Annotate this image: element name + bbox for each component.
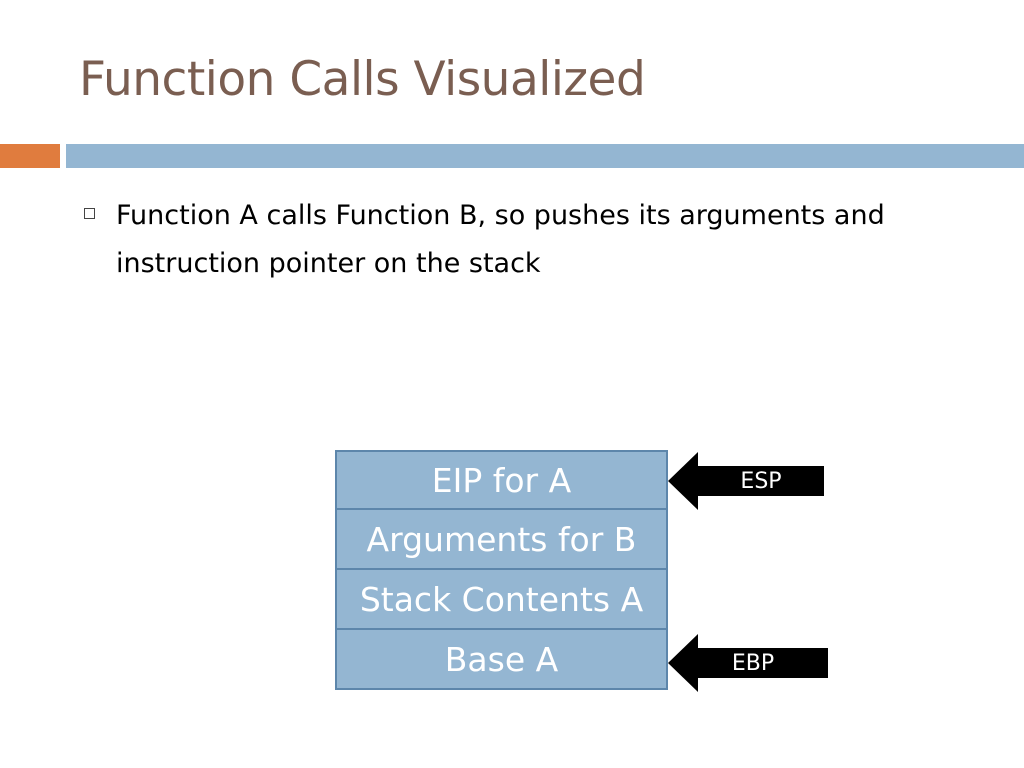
esp-pointer: ESP	[668, 452, 824, 510]
title-accent-bar-orange	[0, 144, 60, 168]
stack-cell-label: Arguments for B	[366, 519, 637, 559]
stack-cell-base: Base A	[335, 630, 668, 690]
stack-cell-label: Base A	[444, 639, 559, 679]
stack-cell-eip: EIP for A	[335, 450, 668, 510]
ebp-label: EBP	[731, 650, 775, 676]
stack-cell-contents: Stack Contents A	[335, 570, 668, 630]
ebp-pointer: EBP	[668, 634, 828, 692]
stack-cell-arguments: Arguments for B	[335, 510, 668, 570]
stack-cell-label: Stack Contents A	[359, 579, 644, 619]
left-arrow-icon	[668, 634, 828, 692]
title-accent-bar-blue	[66, 144, 1024, 168]
slide-title: Function Calls Visualized	[79, 52, 646, 107]
bullet-list: Function A calls Function B, so pushes i…	[84, 192, 984, 288]
stack-diagram: EIP for A Arguments for B Stack Contents…	[335, 450, 668, 690]
esp-label: ESP	[740, 468, 782, 494]
bullet-item: Function A calls Function B, so pushes i…	[84, 192, 984, 288]
stack-cell-label: EIP for A	[431, 460, 572, 500]
square-bullet-icon	[84, 208, 95, 219]
bullet-text: Function A calls Function B, so pushes i…	[116, 200, 885, 279]
left-arrow-icon	[668, 452, 824, 510]
